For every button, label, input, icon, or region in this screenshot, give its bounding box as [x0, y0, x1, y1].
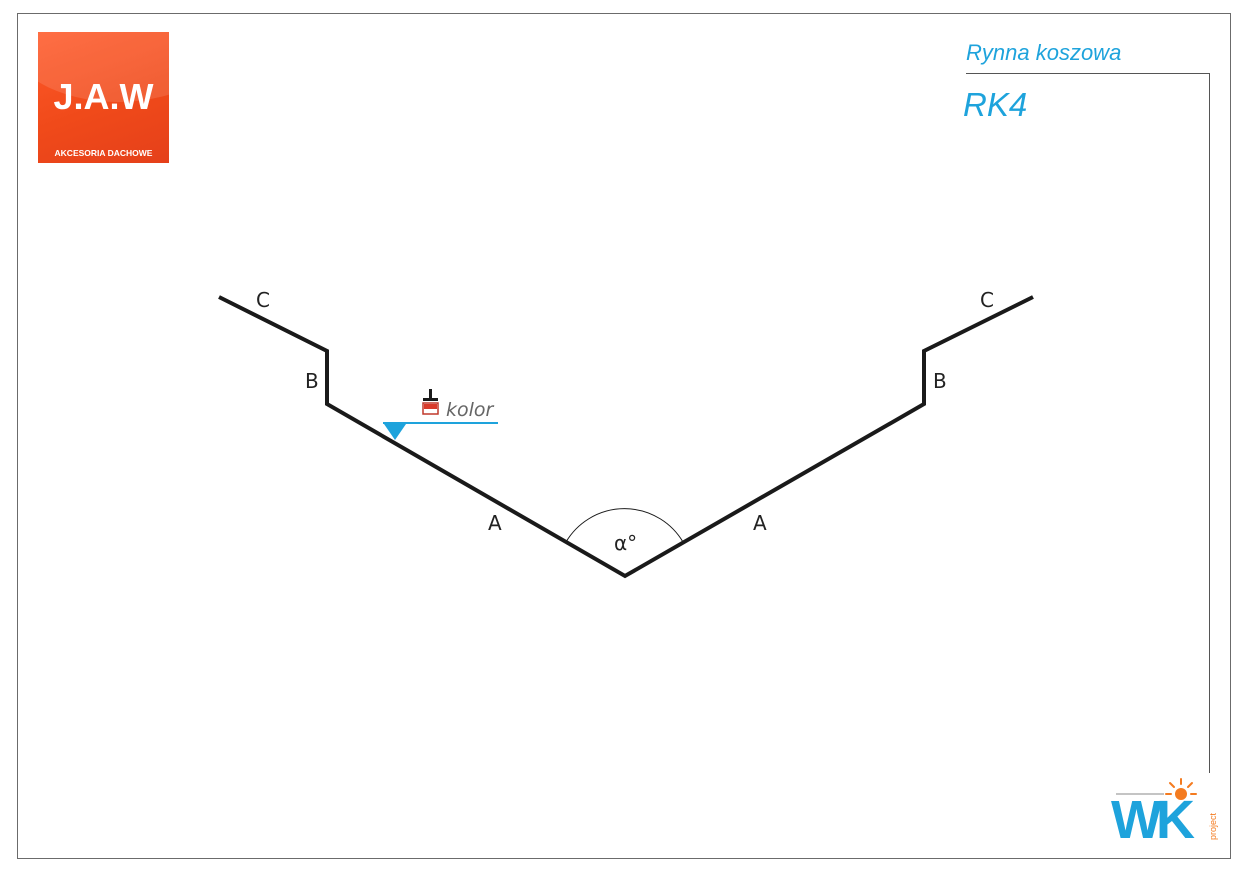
label-angle: α° [614, 531, 637, 555]
color-marker-label: kolor [446, 399, 495, 421]
color-side-marker: kolor [383, 389, 498, 440]
title-rule-horizontal [966, 73, 1210, 74]
label-b-right: B [933, 369, 947, 393]
sun-icon [1165, 778, 1197, 800]
label-a-left: A [488, 511, 502, 535]
logo-tagline: AKCESORIA DACHOWE [54, 148, 153, 158]
logo-name: J.A.W [53, 76, 154, 117]
title-rule-vertical [1209, 73, 1210, 773]
paint-brush-icon [422, 389, 439, 415]
label-c-left: C [256, 288, 270, 312]
label-c-right: C [980, 288, 994, 312]
label-b-left: B [305, 369, 319, 393]
color-marker-triangle [384, 424, 406, 440]
wk-logo-suffix: project [1208, 812, 1218, 840]
jaw-logo: J.A.W AKCESORIA DACHOWE [38, 32, 169, 163]
wk-logo-name: WK [1111, 790, 1195, 844]
product-code: RK4 [963, 86, 1028, 123]
drawing-frame [17, 13, 1231, 859]
logo-gloss [38, 32, 169, 102]
wk-project-logo: WK project [1111, 778, 1218, 844]
label-a-right: A [753, 511, 767, 535]
gutter-profile-line [218, 295, 1034, 579]
angle-arc [565, 508, 684, 543]
product-subtitle: Rynna koszowa [966, 40, 1122, 65]
